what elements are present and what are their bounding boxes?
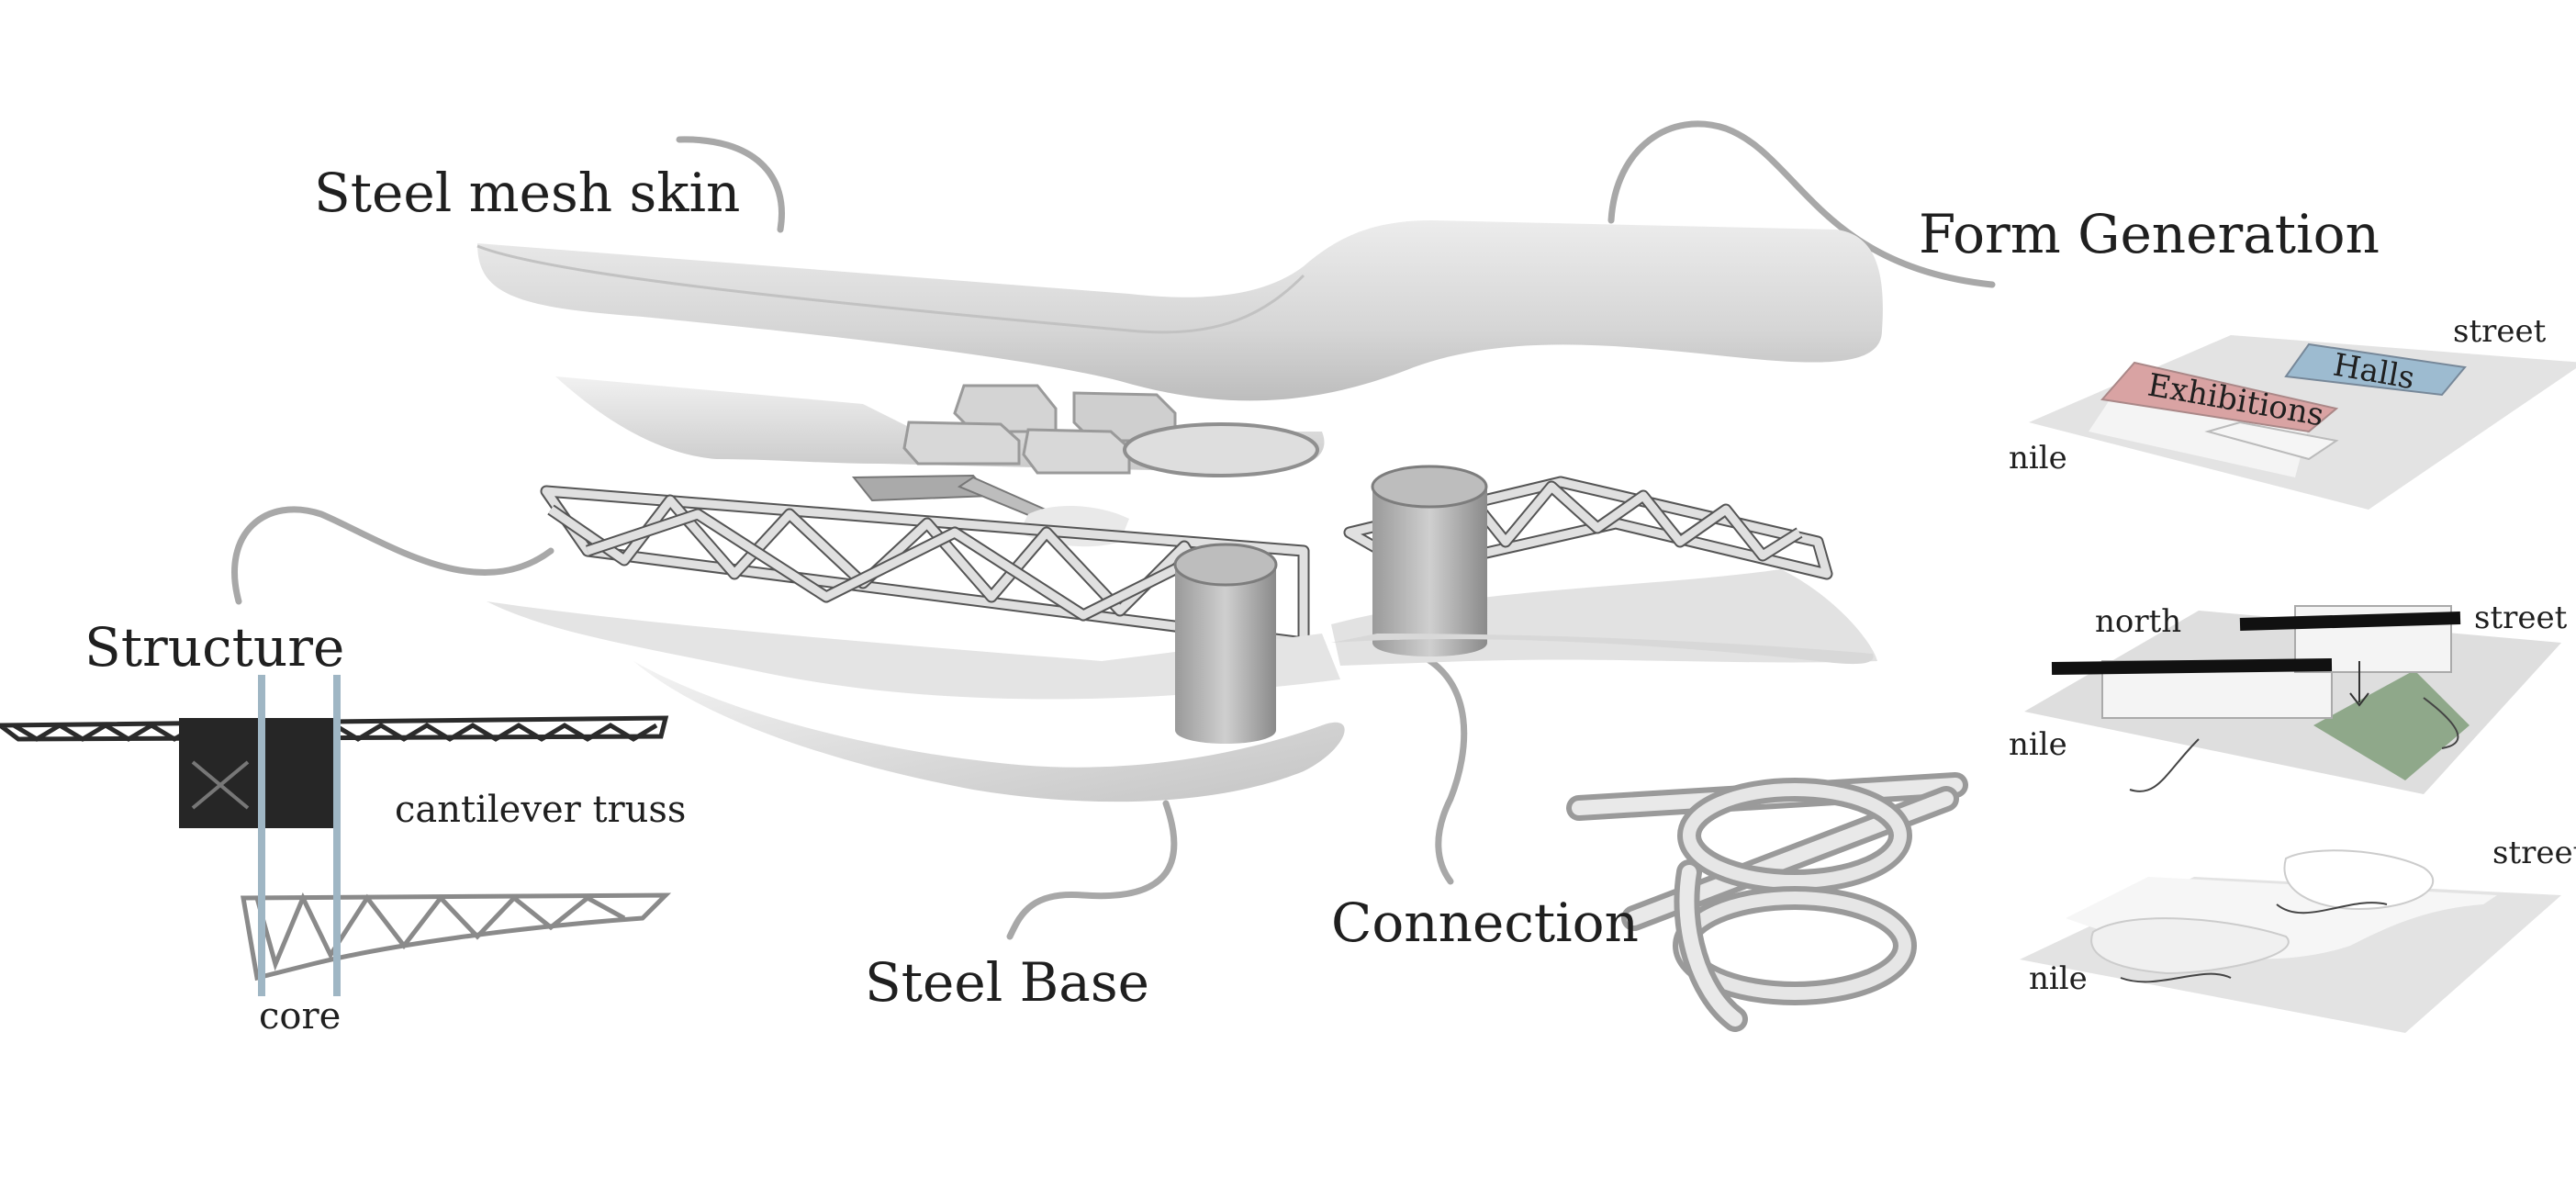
label-steel-base: Steel Base (865, 951, 1149, 1014)
lower-shell (487, 601, 1340, 700)
label-structure: Structure (84, 616, 344, 679)
fg1-label-street: street (2453, 313, 2547, 350)
label-cantilever-truss: cantilever truss (395, 789, 686, 831)
roof-skin-edge (476, 244, 1305, 334)
form-generation-step3 (2020, 849, 2561, 1033)
main-truss-structure (487, 465, 1877, 744)
leader-steel-base (1006, 800, 1178, 940)
fg3-label-street: street (2492, 835, 2576, 871)
fg3-label-nile: nile (2029, 960, 2088, 997)
street-wind-bar (2239, 611, 2461, 631)
roof-skin-shape (477, 220, 1883, 401)
fg2-label-nile: nile (2009, 726, 2067, 763)
fg2-label-north: north (2095, 603, 2181, 640)
north-wind-bar (2051, 658, 2333, 675)
leader-structure (231, 506, 554, 605)
form-generation-step1 (2029, 335, 2576, 510)
label-core: core (259, 995, 341, 1038)
leader-connection (1410, 648, 1468, 885)
leader-form-generation (1607, 120, 1996, 288)
label-steel-mesh-skin: Steel mesh skin (314, 162, 740, 224)
core-cylinders (1173, 465, 1488, 744)
fg1-label-nile: nile (2009, 440, 2067, 477)
upper-floor-layer (555, 376, 1325, 521)
steel-base-shape-right (1331, 634, 1874, 665)
leader-steel-mesh-skin (676, 136, 785, 233)
structure-detail (0, 675, 672, 996)
fg2-label-street: street (2474, 600, 2568, 636)
connection-spiral-ramp (1566, 772, 1968, 1032)
steel-base-shape (633, 661, 1345, 802)
steel-base-layer (633, 634, 1874, 802)
pavilion-blocks (851, 384, 1319, 521)
cantilever-truss-elevation (0, 715, 669, 828)
leader-lines (231, 120, 1996, 940)
label-form-generation: Form Generation (1919, 203, 2380, 265)
label-connection: Connection (1331, 892, 1639, 954)
form-generation-step2 (2024, 605, 2561, 794)
truss-diagram-lower (241, 892, 672, 982)
steel-mesh-skin-layer (476, 220, 1883, 401)
